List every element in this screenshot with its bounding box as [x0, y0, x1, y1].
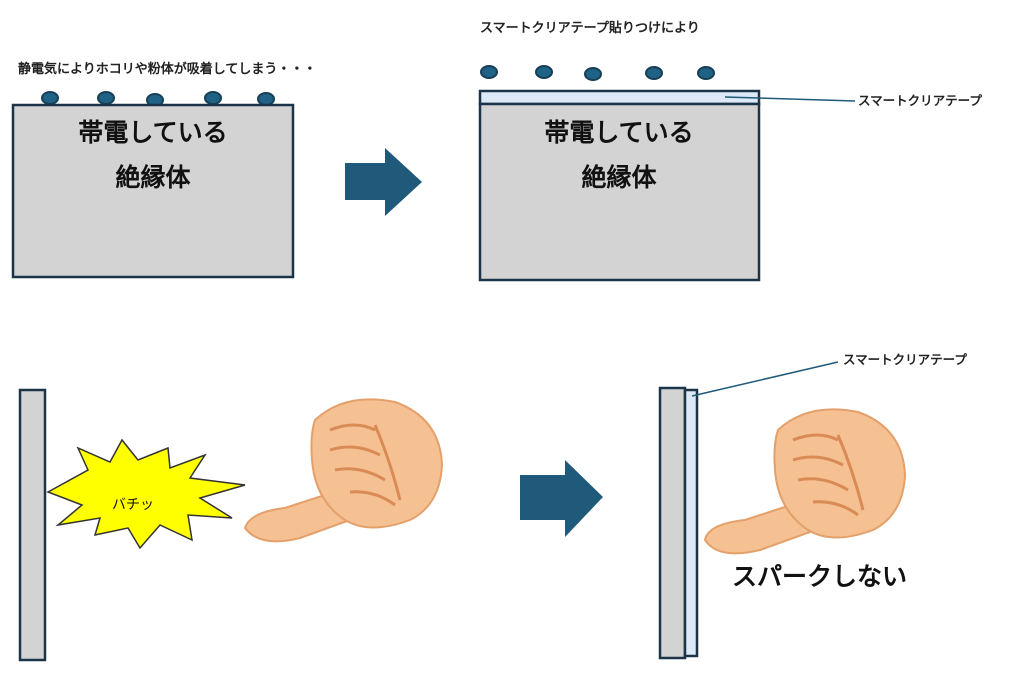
panel-after-tape: スマートクリアテープ貼りつけにより スマートクリアテープ 帯電している 絶縁体	[478, 20, 982, 282]
dust-particle	[41, 91, 59, 105]
no-spark-text: スパークしない	[732, 562, 907, 591]
arrow-right-icon	[345, 148, 422, 216]
charged-insulator-box	[11, 103, 295, 279]
leader-line	[724, 96, 856, 102]
insulator-label-line1: 帯電している	[544, 118, 693, 147]
tape-label: スマートクリアテープ	[843, 352, 967, 367]
spark-text: バチッ	[112, 497, 154, 513]
dust-particle	[535, 65, 553, 79]
dust-particles	[41, 91, 275, 107]
insulator-label-line2: 絶縁体	[581, 163, 657, 192]
arrow-right-icon	[520, 460, 603, 537]
insulator-plate	[658, 386, 687, 660]
hand-icon	[703, 408, 907, 555]
charged-insulator-box	[478, 102, 761, 282]
insulator-label-line2: 絶縁体	[115, 163, 191, 192]
hand-icon	[243, 398, 444, 543]
dust-particle	[480, 65, 498, 79]
spark-burst-icon	[46, 438, 246, 550]
dust-particle	[584, 67, 602, 81]
caption-dust-attraction: 静電気によりホコリや粉体が吸着してしまう・・・	[18, 61, 316, 77]
dust-particles	[480, 65, 715, 81]
dust-particle	[97, 91, 115, 105]
leader-line	[691, 361, 839, 397]
smart-clear-tape	[478, 89, 761, 106]
panel-before-tape: 静電気によりホコリや粉体が吸着してしまう・・・ 帯電している 絶縁体	[11, 61, 316, 279]
smart-clear-tape	[683, 388, 699, 658]
tape-label: スマートクリアテープ	[858, 93, 982, 108]
panel-no-spark: スマートクリアテープ スパークしない	[658, 352, 967, 660]
insulator-plate	[18, 388, 47, 662]
caption-with-tape: スマートクリアテープ貼りつけにより	[480, 20, 700, 36]
insulator-label-line1: 帯電している	[78, 118, 227, 147]
dust-particle	[257, 92, 275, 106]
dust-particle	[645, 66, 663, 80]
dust-particle	[204, 91, 222, 105]
dust-particle	[697, 66, 715, 80]
panel-spark: バチッ	[18, 388, 444, 662]
